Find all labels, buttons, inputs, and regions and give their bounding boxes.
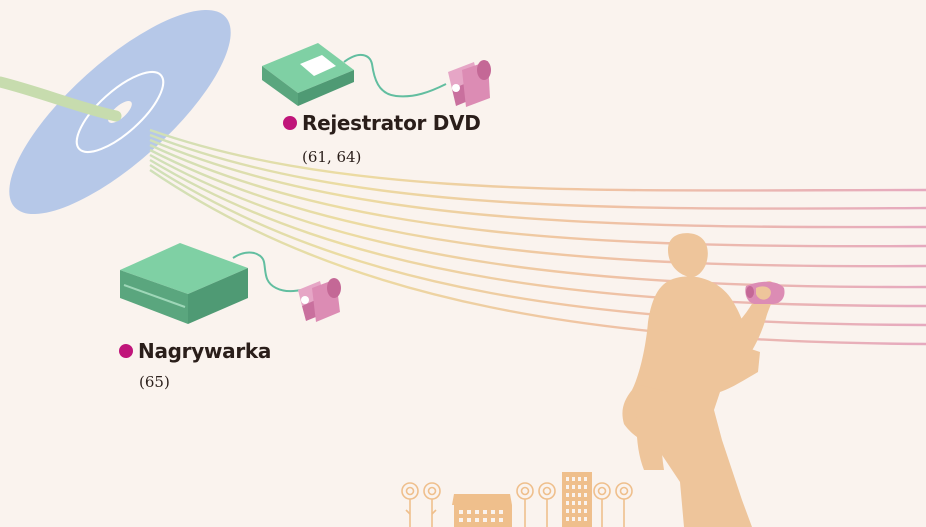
bullet-icon xyxy=(283,116,297,130)
bullet-icon xyxy=(119,344,133,358)
disc-icon xyxy=(9,9,231,215)
camcorder-icon xyxy=(298,278,341,322)
house-icon xyxy=(452,494,512,527)
burner-icon xyxy=(120,243,248,324)
trees-icon xyxy=(401,482,633,527)
cable xyxy=(232,251,315,293)
dvd-recorder-title: Rejestrator DVD xyxy=(302,111,481,135)
building-icon xyxy=(562,472,592,527)
dvd-recorder-pages: (61, 64) xyxy=(302,148,362,166)
burner-label: Nagrywarka xyxy=(119,339,271,363)
camcorder-icon xyxy=(448,60,491,107)
dvd-recorder-icon xyxy=(262,43,354,106)
dvd-recorder-label: Rejestrator DVD xyxy=(283,111,481,135)
cable xyxy=(343,53,447,98)
stream-in xyxy=(0,76,122,122)
signal-streams xyxy=(149,128,926,346)
camcorder-icon xyxy=(745,281,785,304)
person-silhouette xyxy=(622,233,776,527)
burner-title: Nagrywarka xyxy=(138,339,272,363)
burner-pages: (65) xyxy=(139,373,170,391)
